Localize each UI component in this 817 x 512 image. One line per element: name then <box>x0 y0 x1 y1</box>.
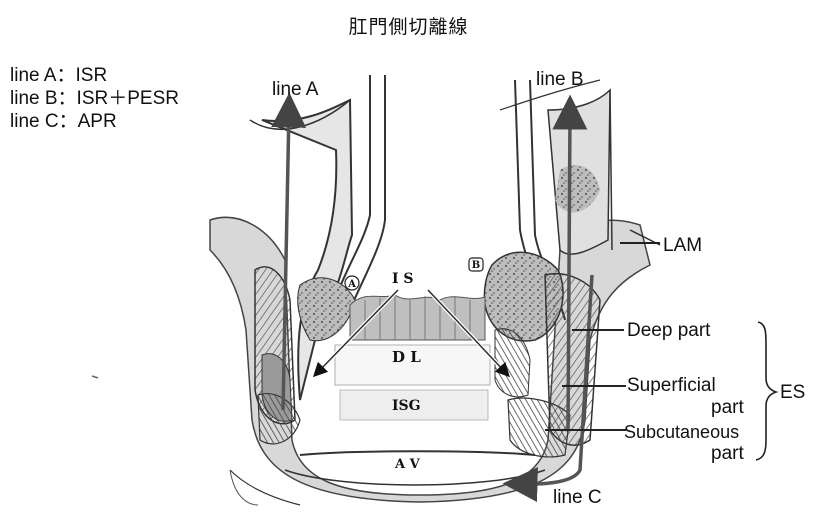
svg-text:B: B <box>472 260 480 271</box>
svg-text:A: A <box>347 279 356 290</box>
line-b-label: line B <box>536 69 584 90</box>
deep-part-label: Deep part <box>627 320 711 341</box>
lam-label: LAM <box>663 235 702 256</box>
is-label: I S <box>392 271 414 287</box>
es-label: ES <box>780 382 805 403</box>
marker-b: B <box>469 258 483 271</box>
subcutaneous-part-label: part <box>711 443 744 464</box>
isg-label: ISG <box>392 398 421 414</box>
av-label: A V <box>394 457 421 472</box>
superficial-label: Superficial <box>627 375 716 396</box>
line-b-arrow <box>568 112 570 430</box>
superficial-part-label: part <box>711 397 744 418</box>
dl-label: D L <box>392 348 421 366</box>
line-a-label: line A <box>272 79 319 100</box>
line-c-label: line C <box>553 487 602 508</box>
es-brace <box>756 322 776 460</box>
stray-mark <box>92 376 98 378</box>
subcutaneous-label: Subcutaneous <box>624 422 739 442</box>
marker-a: A <box>345 276 359 290</box>
